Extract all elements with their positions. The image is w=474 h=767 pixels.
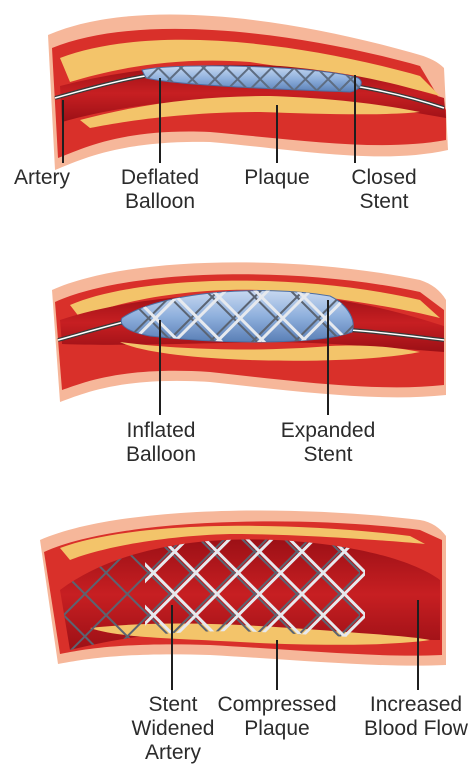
- label-line: Deflated: [121, 166, 199, 190]
- label-line: Stent: [132, 693, 215, 717]
- label-line: Artery: [132, 741, 215, 765]
- label-compressed-plaque: Compressed Plaque: [217, 693, 336, 741]
- panel-expanded-stent: [52, 262, 446, 402]
- label-line: Plaque: [217, 717, 336, 741]
- label-artery: Artery: [14, 166, 70, 190]
- label-closed-stent: Closed Stent: [351, 166, 416, 214]
- label-line: Balloon: [126, 443, 196, 467]
- label-line: Stent: [351, 190, 416, 214]
- label-line: Compressed: [217, 693, 336, 717]
- label-line: Increased: [364, 693, 468, 717]
- label-deflated-balloon: Deflated Balloon: [121, 166, 199, 214]
- panel-closed-stent: [48, 15, 448, 170]
- label-line: Expanded: [281, 419, 376, 443]
- label-line: Widened: [132, 717, 215, 741]
- label-plaque: Plaque: [244, 166, 309, 190]
- label-increased-blood-flow: Increased Blood Flow: [364, 693, 468, 741]
- label-line: Blood Flow: [364, 717, 468, 741]
- label-line: Inflated: [126, 419, 196, 443]
- label-line: Plaque: [244, 166, 309, 190]
- label-line: Balloon: [121, 190, 199, 214]
- label-inflated-balloon: Inflated Balloon: [126, 419, 196, 467]
- label-stent-widened-artery: Stent Widened Artery: [132, 693, 215, 765]
- stent-mesh-front: [145, 530, 365, 640]
- label-line: Artery: [14, 166, 70, 190]
- label-expanded-stent: Expanded Stent: [281, 419, 376, 467]
- panel-widened-artery: [40, 510, 446, 665]
- label-line: Closed: [351, 166, 416, 190]
- label-line: Stent: [281, 443, 376, 467]
